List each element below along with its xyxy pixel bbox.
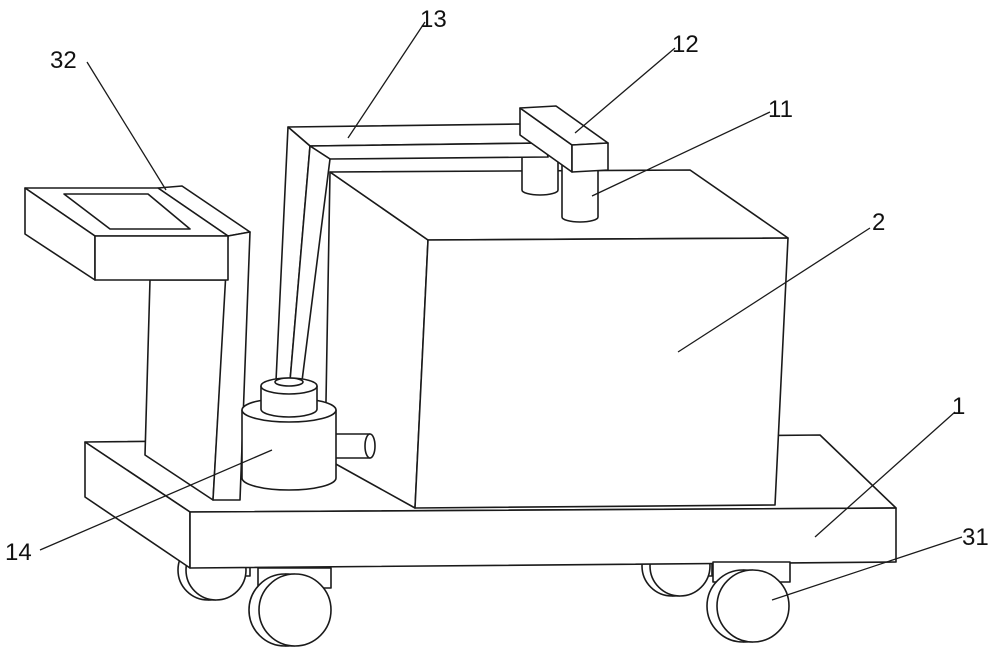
wheel-front-rim — [716, 569, 790, 643]
tank-box — [324, 169, 789, 509]
callout-14: 14 — [5, 539, 32, 566]
inlet-cylinder-rear — [521, 145, 559, 196]
wheel-front-rim — [258, 573, 332, 647]
box-front-face — [414, 237, 789, 509]
pump — [241, 377, 376, 491]
leader-13 — [347, 21, 426, 139]
callout-32: 32 — [50, 47, 77, 74]
pump-main-body — [241, 409, 337, 491]
front-right-wheel — [706, 561, 791, 643]
tray-front-face — [94, 235, 229, 281]
handle-stand — [144, 185, 251, 501]
callout-12: 12 — [672, 31, 699, 58]
callout-31: 31 — [962, 524, 989, 551]
block-front-face — [571, 142, 609, 173]
nozzle-cylinder — [561, 159, 599, 223]
callout-labels: 32 13 12 11 2 1 14 31 — [5, 6, 989, 566]
leader-12 — [574, 47, 676, 134]
leader-lines — [39, 21, 963, 601]
callout-2: 2 — [872, 209, 885, 236]
platform-front-face — [189, 507, 897, 569]
leader-32 — [86, 61, 167, 191]
tray-opening — [63, 193, 191, 230]
callout-11: 11 — [768, 96, 793, 123]
pipe-horizontal-front — [309, 142, 549, 160]
tray — [24, 187, 229, 281]
leader-1 — [814, 411, 956, 538]
connector-block — [519, 105, 609, 173]
cylinder-body — [521, 145, 559, 196]
leader-14 — [39, 449, 273, 551]
callout-1: 1 — [952, 393, 965, 420]
pump-outlet-end — [364, 433, 376, 459]
pump-inlet-ring — [274, 377, 304, 387]
callout-13: 13 — [420, 6, 447, 33]
leader-31 — [771, 536, 963, 601]
leader-11 — [591, 111, 771, 197]
front-left-wheel — [248, 567, 332, 647]
stand-panel-front — [212, 231, 251, 501]
pipe — [275, 123, 549, 382]
leader-2 — [677, 227, 871, 353]
cylinder-body — [561, 159, 599, 223]
